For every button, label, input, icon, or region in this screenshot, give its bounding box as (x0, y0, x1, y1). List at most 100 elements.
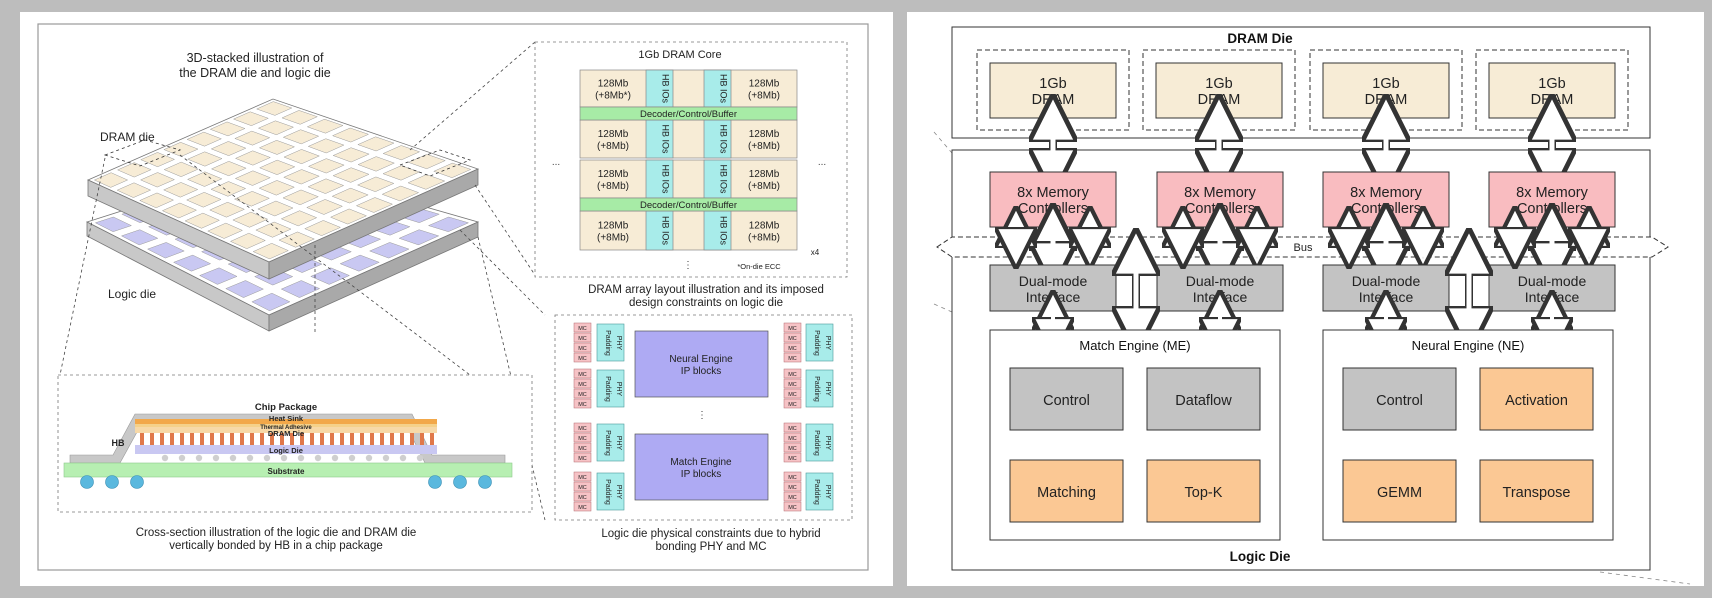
dram-1gb-label: 1Gb (1372, 76, 1399, 92)
mc-label: MC (788, 426, 797, 432)
hb-pillar (290, 433, 294, 445)
die-tile (232, 111, 269, 126)
mc-label: MC (578, 382, 587, 388)
die-tile (116, 182, 152, 198)
die-tile (187, 151, 223, 167)
dram-die-cross-label: DRAM Die (268, 429, 304, 438)
dram-1gb-label: 1Gb (1205, 76, 1232, 92)
memory-controllers-label: 8x Memory (1350, 185, 1422, 201)
bus: Bus (936, 236, 1669, 258)
mc-label: MC (788, 326, 797, 332)
mc-block (573, 378, 592, 389)
hb-pillar (350, 433, 354, 445)
bank-label-right: 128Mb (749, 169, 780, 180)
hb-pillar (180, 433, 184, 445)
core-multiplier: x4 (811, 248, 820, 257)
engine-block-label: GEMM (1377, 485, 1422, 501)
core-caption-line1: DRAM array layout illustration and its i… (588, 284, 824, 296)
bank-label-left: 128Mb (598, 129, 629, 140)
die-tile (163, 182, 199, 198)
hb-pillar (260, 433, 264, 445)
mc-block (573, 368, 592, 379)
padding-label: Padding (604, 479, 611, 505)
die-tile (433, 162, 472, 178)
die-tile (120, 229, 159, 246)
bank-label-right: 128Mb (749, 129, 780, 140)
dual-mode-interface-label-line2: Interface (1359, 289, 1414, 305)
micro-bump (229, 454, 237, 462)
mc-block (573, 432, 592, 443)
die-tile (355, 197, 394, 213)
engine-block (1146, 367, 1261, 431)
match-engine-ip-line2: IP blocks (681, 469, 721, 480)
die-tile (332, 167, 370, 183)
die-tile (427, 216, 470, 232)
micro-bump (348, 454, 356, 462)
memory-controllers-label-line2: Controllers (1351, 201, 1421, 217)
die-tile (93, 172, 129, 188)
dual-mode-interface-label-line2: Interface (1525, 289, 1580, 305)
engine-block (1342, 459, 1457, 523)
memory-controllers-label: 8x Memory (1184, 185, 1256, 201)
hb-pillar (150, 433, 154, 445)
die-tile (339, 254, 380, 272)
solder-ball (478, 475, 492, 489)
mc-label: MC (578, 326, 587, 332)
dram-core-row (579, 159, 798, 199)
bank-label-left: 128Mb (598, 169, 629, 180)
mc-label: MC (788, 392, 797, 398)
die-tile (210, 161, 247, 177)
dram-1gb-label: 1Gb (1039, 76, 1066, 92)
mc-block (573, 332, 592, 343)
die-tile (356, 176, 395, 192)
phy-label: PHY (615, 436, 622, 451)
mc-label: MC (578, 485, 587, 491)
engine-block (1009, 459, 1124, 523)
die-tile (146, 242, 185, 259)
die-tile (251, 292, 291, 312)
mc-label: MC (578, 392, 587, 398)
die-tile (255, 221, 292, 238)
micro-bump (161, 454, 169, 462)
mc-block (783, 368, 802, 379)
mc-label: MC (578, 426, 587, 432)
dram-1gb-label-line2: DRAM (1531, 92, 1574, 108)
neural-engine-ip-line2: IP blocks (681, 366, 721, 377)
die-tile (234, 150, 271, 166)
die-tile (281, 110, 318, 125)
engine-block-label: Transpose (1503, 485, 1571, 501)
die-tile (280, 210, 318, 227)
die-tile (398, 229, 440, 246)
stack-title-line2: the DRAM die and logic die (179, 66, 331, 80)
mc-label: MC (788, 382, 797, 388)
micro-bump (195, 454, 203, 462)
die-tile (186, 131, 223, 147)
mc-label: MC (788, 485, 797, 491)
dram-core-row (579, 69, 798, 108)
die-tile (283, 149, 320, 165)
mc-label: MC (788, 402, 797, 408)
heat-sink-label: Heat Sink (269, 414, 304, 423)
die-tile (307, 158, 345, 174)
mc-block (573, 501, 592, 512)
padding-phy-block (805, 369, 834, 408)
mc-block (783, 452, 802, 463)
hb-io-column (645, 159, 674, 199)
hb-pillar (200, 433, 204, 445)
die-tile (186, 171, 223, 187)
hb-pillar (320, 433, 324, 445)
stack-title-line1: 3D-stacked illustration of (187, 51, 324, 65)
hb-io-column (645, 119, 674, 159)
core-footnote: *On-die ECC (737, 262, 781, 271)
die-tile (186, 192, 222, 208)
padding-label: Padding (604, 430, 611, 456)
die-tile (199, 267, 238, 285)
dram-die-tiles (93, 101, 472, 260)
micro-bump (382, 454, 390, 462)
neural-engine-ip-line1: Neural Engine (669, 354, 733, 365)
phy-caption-line1: Logic die physical constraints due to hy… (601, 528, 820, 540)
die-tile (331, 127, 370, 143)
memory-controllers-label-line2: Controllers (1018, 201, 1088, 217)
padding-label: Padding (813, 430, 820, 456)
